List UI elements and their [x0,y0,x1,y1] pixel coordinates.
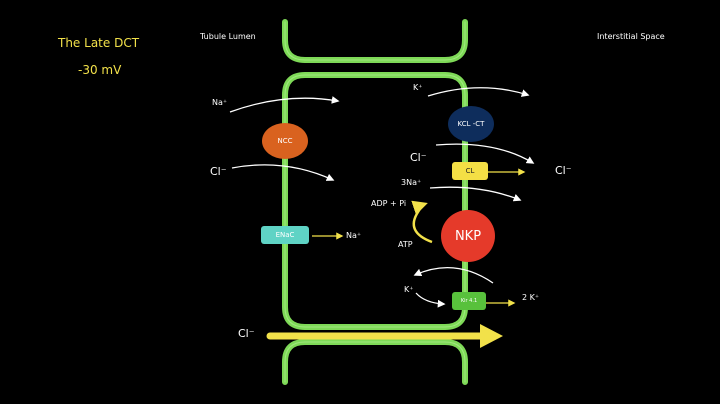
nkp-pump: NKP [441,210,495,262]
cl-kcc-arrow [435,143,535,164]
k-kir-in-label: K⁺ [404,285,414,294]
clc-channel: CL [452,162,488,180]
atp-adp-arrow [411,200,433,244]
paracellular-cl-arrowhead [480,324,503,348]
kir-label: Kir 4.1 [460,298,478,304]
na3-nkp-arrow [429,186,522,202]
cl-paracellular-label: Cl⁻ [238,327,255,340]
cl-interstitial-label: Cl⁻ [555,164,572,177]
interstitial-label: Interstitial Space [597,32,665,41]
atp-label: ATP [398,240,413,249]
k-kcc-arrow [427,87,530,97]
na3-label: 3Na⁺ [401,178,422,187]
nkp-label: NKP [454,228,482,244]
lumen-label: Tubule Lumen [200,32,256,41]
k-kcc-label: K⁺ [413,83,423,92]
cl-ncc-arrow [231,164,335,181]
na-enac-label: Na⁺ [346,231,362,240]
clc-label: CL [465,167,475,175]
k2-label: 2 K⁺ [522,293,540,302]
kcc-transporter: KCL -CT [448,106,494,142]
ncc-label: NCC [277,137,293,145]
diagram-title: The Late DCT [58,36,140,50]
na-ncc-arrow [229,96,340,113]
k-kir-in-arrow [415,292,446,308]
enac-label: ENaC [275,231,295,239]
cl-kcc-label: Cl⁻ [410,151,427,164]
kcc-label: KCL -CT [457,120,485,128]
cl-ncc-label: Cl⁻ [210,165,227,178]
k-nkp-arrow [413,266,494,284]
enac-channel: ENaC [261,226,309,244]
membrane-potential: -30 mV [78,63,122,77]
na-ncc-label: Na⁺ [212,98,228,107]
ncc-transporter: NCC [262,123,308,159]
adp-label: ADP + Pi [371,199,407,208]
kir-channel: Kir 4.1 [452,292,486,310]
